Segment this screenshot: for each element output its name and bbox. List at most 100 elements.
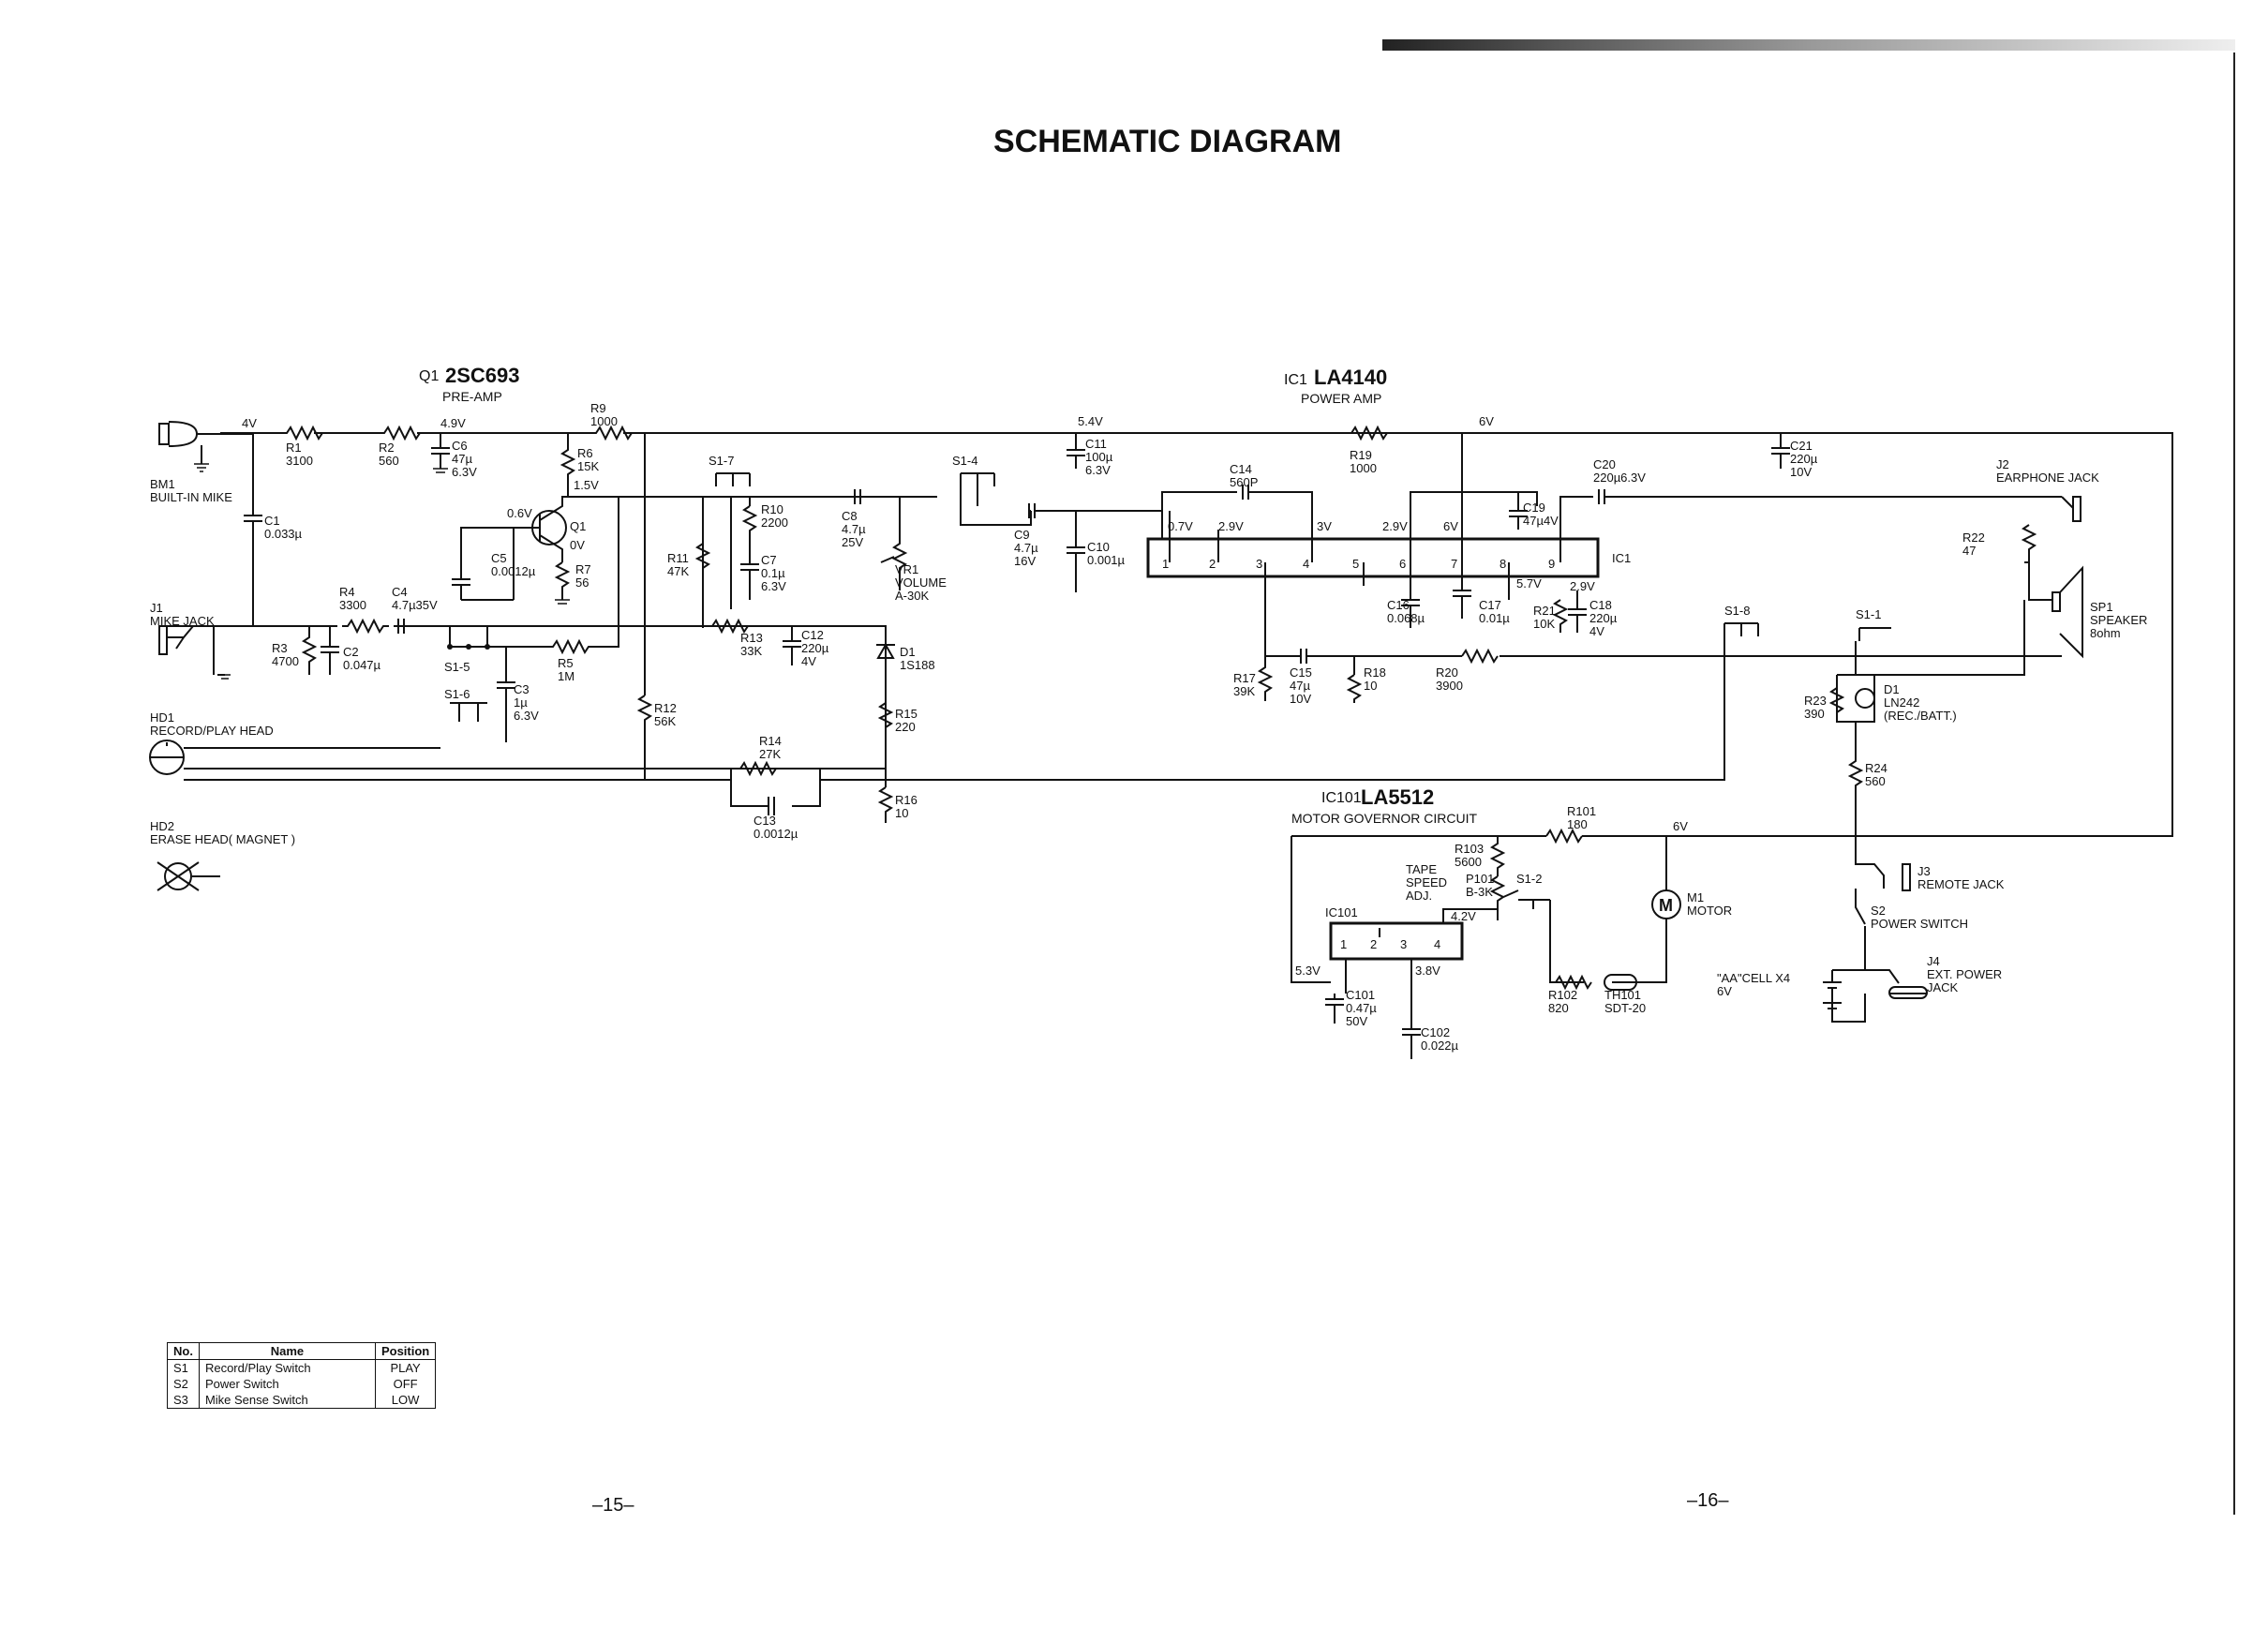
switch-s1-6: S1-6 — [444, 687, 487, 722]
switch-s1-2: S1-2 — [1516, 872, 1550, 909]
motor-supply-wire — [1291, 835, 1856, 983]
svg-text:IC1: IC1 — [1284, 372, 1307, 388]
ic1-chip: 1 2 3 4 5 6 7 8 9 IC1 — [1146, 537, 1631, 578]
ic1-header: IC1 LA4140 POWER AMP — [1284, 366, 1387, 406]
table-cell: S3 — [167, 1392, 200, 1409]
v-6v: 6V — [1443, 519, 1458, 533]
svg-text:MOTOR GOVERNOR CIRCUIT: MOTOR GOVERNOR CIRCUIT — [1291, 811, 1478, 826]
table-row: S2 Power Switch OFF — [167, 1376, 437, 1392]
table-cell: Mike Sense Switch — [198, 1392, 376, 1409]
ic101-pin-wires — [1345, 908, 1498, 1022]
ic1-upper-wires — [1410, 433, 1538, 530]
switch-s1-5: S1-5 — [444, 626, 490, 674]
svg-text:4: 4 — [1303, 557, 1309, 571]
switch-position-table: No. Name Position S1 Record/Play Switch … — [167, 1342, 437, 1409]
v-6v-rail: 6V — [1479, 414, 1494, 428]
v-2-9v: 2.9V — [1218, 519, 1244, 533]
led-network-wires — [1836, 600, 2025, 723]
svg-text:S1-5: S1-5 — [444, 660, 470, 674]
svg-text:Q1: Q1 — [419, 368, 439, 384]
svg-text:Q1: Q1 — [570, 519, 586, 533]
v-5-3v: 5.3V — [1295, 964, 1321, 978]
svg-text:M: M — [1659, 896, 1673, 915]
svg-text:IC101: IC101 — [1325, 905, 1358, 919]
svg-text:2: 2 — [1209, 557, 1216, 571]
svg-text:9: 9 — [1548, 557, 1555, 571]
ic101-header: IC101 LA5512 MOTOR GOVERNOR CIRCUIT — [1291, 785, 1478, 826]
motor-return-wire — [1549, 900, 1667, 983]
svg-text:S1-7: S1-7 — [709, 454, 734, 468]
q1-collector-wire — [567, 487, 619, 626]
svg-text:1: 1 — [1162, 557, 1169, 571]
table-cell: OFF — [374, 1376, 437, 1392]
transistor-q1: Q1 0.6V 0V — [507, 496, 586, 562]
table-cell: S2 — [167, 1376, 200, 1392]
svg-text:6: 6 — [1399, 557, 1406, 571]
svg-text:S1-2: S1-2 — [1516, 872, 1542, 886]
svg-text:2: 2 — [1370, 937, 1377, 951]
svg-text:8: 8 — [1500, 557, 1506, 571]
table-cell: Record/Play Switch — [198, 1359, 376, 1376]
v-0-7v: 0.7V — [1168, 519, 1193, 533]
table-cell: S1 — [167, 1359, 200, 1376]
table-cell: PLAY — [374, 1359, 437, 1376]
v-4v: 4V — [242, 416, 257, 430]
svg-text:C70.1µ6.3V: C70.1µ6.3V — [761, 553, 786, 593]
table-header: Position — [374, 1342, 437, 1360]
svg-text:C20.047µ: C20.047µ — [343, 645, 381, 672]
svg-text:POWER AMP: POWER AMP — [1301, 391, 1381, 406]
svg-text:0V: 0V — [570, 538, 585, 552]
